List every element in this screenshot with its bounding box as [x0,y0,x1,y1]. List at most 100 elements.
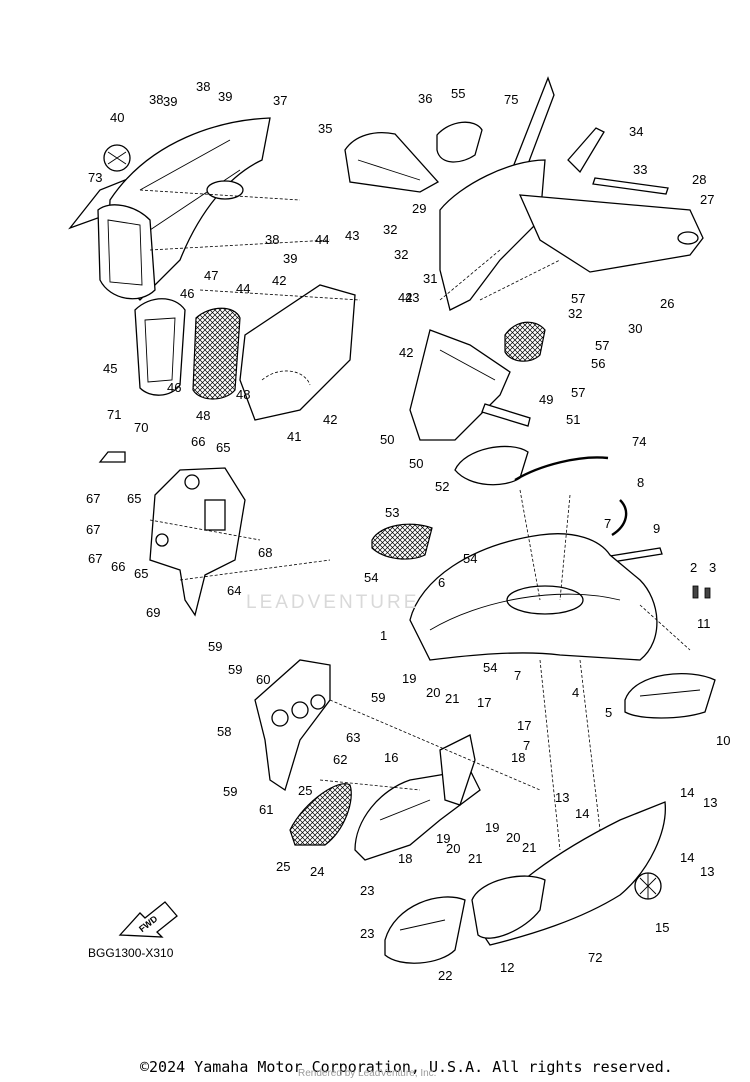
callout-50: 50 [409,456,423,471]
callout-14: 14 [680,785,694,800]
callout-65: 65 [216,440,230,455]
center-cover-assembly [371,445,716,719]
callout-72: 72 [588,950,602,965]
callout-59: 59 [208,639,222,654]
callout-65: 65 [127,491,141,506]
rendered-by-notice: Rendered by LeadVenture, Inc. [298,1068,437,1079]
callout-11: 11 [697,616,711,631]
callout-53: 53 [385,505,399,520]
callout-44: 44 [315,232,329,247]
copyright-notice: ©2024 Yamaha Motor Corporation, U.S.A. A… [140,1058,673,1076]
callout-66: 66 [111,559,125,574]
callout-5: 5 [605,705,612,720]
callout-42: 42 [398,290,412,305]
callout-23: 23 [360,926,374,941]
callout-25: 25 [298,783,312,798]
callout-14: 14 [575,806,589,821]
callout-54: 54 [463,551,477,566]
callout-47: 47 [204,268,218,283]
callout-25: 25 [276,859,290,874]
callout-41: 41 [287,429,301,444]
callout-16: 16 [384,750,398,765]
callout-59: 59 [228,662,242,677]
callout-20: 20 [506,830,520,845]
watermark: LEADVENTURE [246,592,420,613]
fwd-arrow: FWD [118,901,178,938]
callout-39: 39 [163,94,177,109]
callout-64: 64 [227,583,241,598]
diagram-code: BGG1300-X310 [88,946,174,960]
callout-7: 7 [604,516,611,531]
upper-panels [344,76,704,441]
callout-28: 28 [692,172,706,187]
callout-36: 36 [418,91,432,106]
callout-75: 75 [504,92,518,107]
callout-54: 54 [364,570,378,585]
callout-9: 9 [653,521,660,536]
callout-31: 31 [423,271,437,286]
callout-15: 15 [655,920,669,935]
callout-1: 1 [380,628,387,643]
front-bracket-assembly [98,451,331,617]
callout-2: 2 [690,560,697,575]
callout-14: 14 [680,850,694,865]
callout-21: 21 [468,851,482,866]
callout-59: 59 [223,784,237,799]
callout-67: 67 [88,551,102,566]
callout-68: 68 [258,545,272,560]
under-cowl-assembly [384,659,666,964]
callout-73: 73 [88,170,102,185]
callout-13: 13 [555,790,569,805]
callout-57: 57 [571,291,585,306]
callout-55: 55 [451,86,465,101]
callout-3: 3 [709,560,716,575]
callout-60: 60 [256,672,270,687]
callout-51: 51 [566,412,580,427]
callout-38: 38 [149,92,163,107]
callout-12: 12 [500,960,514,975]
callout-43: 43 [345,228,359,243]
callout-42: 42 [272,273,286,288]
callout-49: 49 [539,392,553,407]
callout-43: 43 [405,290,419,305]
callout-20: 20 [426,685,440,700]
callout-7: 7 [523,738,530,753]
callout-56: 56 [591,356,605,371]
callout-38: 38 [265,232,279,247]
callout-46: 46 [167,380,181,395]
callout-39: 39 [283,251,297,266]
callout-32: 32 [383,222,397,237]
callout-26: 26 [660,296,674,311]
callout-21: 21 [445,691,459,706]
callout-19: 19 [485,820,499,835]
callout-70: 70 [134,420,148,435]
callout-65: 65 [134,566,148,581]
callout-32: 32 [394,247,408,262]
callout-29: 29 [412,201,426,216]
callout-44: 44 [236,281,250,296]
callout-10: 10 [716,733,730,748]
callout-59: 59 [371,690,385,705]
callout-48: 48 [236,387,250,402]
callout-18: 18 [398,851,412,866]
callout-21: 21 [522,840,536,855]
callout-54: 54 [483,660,497,675]
callout-30: 30 [628,321,642,336]
callout-23: 23 [360,883,374,898]
callout-63: 63 [346,730,360,745]
callout-62: 62 [333,752,347,767]
callout-57: 57 [595,338,609,353]
callout-20: 20 [446,841,460,856]
callout-18: 18 [511,750,525,765]
callout-33: 33 [633,162,647,177]
callout-67: 67 [86,491,100,506]
callout-24: 24 [310,864,324,879]
callout-69: 69 [146,605,160,620]
callout-42: 42 [323,412,337,427]
callout-17: 17 [517,718,531,733]
callout-6: 6 [438,575,445,590]
callout-19: 19 [436,831,450,846]
callout-66: 66 [191,434,205,449]
